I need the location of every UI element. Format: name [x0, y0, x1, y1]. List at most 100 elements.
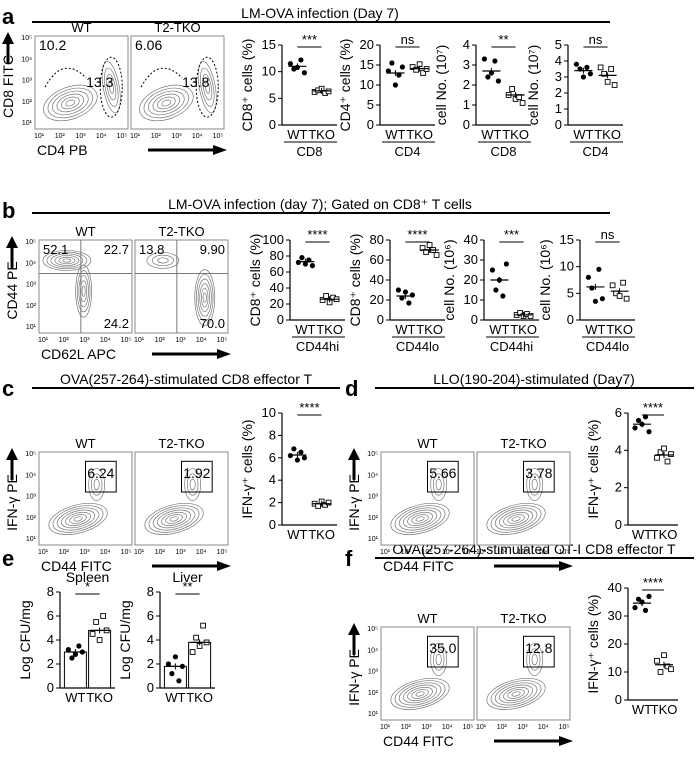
data-point-wt	[485, 74, 491, 80]
contour-line	[65, 511, 91, 526]
significance-label: ****	[643, 400, 663, 415]
flow-y-tick: 10⁵	[25, 239, 36, 246]
flow-group-label: T2-TKO	[158, 224, 204, 239]
group-label: TKO	[316, 322, 343, 337]
group-label: TKO	[86, 690, 113, 705]
flow-y-tick: 10⁵	[367, 626, 378, 633]
y-axis-label: CD8⁺ cells (%)	[347, 234, 363, 327]
flow-x-axis-label: CD4 PB	[37, 142, 88, 158]
flow-x-tick: 10³	[421, 724, 432, 731]
panel-letter-b: b	[2, 198, 15, 223]
significance-label: ****	[407, 227, 427, 242]
significance-label: **	[182, 579, 192, 594]
flow-group-label: WT	[75, 224, 95, 239]
data-point-tko	[664, 458, 671, 465]
y-tick-label: 0	[47, 680, 54, 695]
data-point-wt	[172, 654, 178, 660]
contour-line	[528, 648, 541, 671]
gate-value-ifn: 35.0	[429, 640, 456, 656]
contour-line	[403, 509, 438, 529]
flow-y-tick: 10²	[26, 303, 37, 310]
ifn-gate	[181, 460, 213, 493]
y-tick-label: 4	[47, 632, 54, 647]
data-point-tko	[509, 86, 515, 92]
y-tick-label: 0	[463, 117, 470, 132]
flow-plot-frame	[38, 239, 133, 334]
flow-x-tick: 10⁵	[463, 549, 474, 556]
contour-line	[80, 280, 88, 302]
contour-line	[152, 507, 196, 531]
contour-line	[139, 84, 194, 122]
contour-line	[486, 503, 546, 535]
x-arrow-head	[217, 561, 231, 571]
flow-y-tick: 10¹	[22, 120, 33, 127]
contour-line	[152, 93, 181, 113]
contour-line	[165, 514, 183, 524]
y-tick-label: 6	[615, 405, 622, 420]
data-point-wt	[395, 287, 401, 293]
gate-value-cd8: 10.2	[39, 37, 66, 53]
contour-line	[56, 93, 85, 113]
flow-x-tick: 10¹	[476, 724, 487, 731]
contour-line	[61, 509, 96, 529]
y-tick-label: 20	[608, 636, 622, 651]
flow-x-tick: 10⁵	[217, 337, 228, 344]
contour-line	[202, 292, 207, 303]
ifn-gate	[427, 635, 459, 668]
flow-y-axis-label: IFN-γ PE	[4, 474, 20, 531]
group-label: TKO	[606, 322, 633, 337]
group-label: WT	[287, 527, 307, 542]
data-point-wt	[642, 414, 649, 420]
y-tick-label: 0	[555, 117, 562, 132]
data-point-wt	[409, 292, 415, 298]
flow-x-tick: 10²	[497, 724, 508, 731]
flow-x-tick: 10⁵	[463, 724, 474, 731]
contour-line	[88, 468, 106, 501]
contour-line	[490, 505, 542, 533]
data-point-wt	[399, 295, 405, 301]
contour-line	[90, 473, 103, 496]
data-point-tko	[200, 622, 206, 629]
contour-line	[62, 258, 72, 263]
contour-line	[161, 511, 187, 526]
flow-y-tick: 10²	[22, 99, 33, 106]
significance-label: **	[498, 32, 508, 47]
data-point-wt	[309, 263, 315, 269]
flow-y-axis-label: IFN-γ PE	[346, 649, 362, 706]
y-tick-label: 60	[270, 264, 284, 279]
contour-line	[201, 287, 209, 308]
flow-x-tick: 10¹	[134, 337, 145, 344]
flow-x-tick: 10³	[175, 549, 186, 556]
contour-line	[65, 99, 76, 107]
group-label: WT	[632, 527, 652, 542]
data-point-wt	[389, 60, 395, 66]
y-tick-label: 15	[360, 57, 374, 72]
flow-group-label: T2-TKO	[500, 611, 546, 626]
data-point-tko	[325, 499, 332, 506]
flow-y-tick: 10⁴	[25, 260, 36, 267]
data-point-wt	[580, 74, 587, 80]
ifn-gate	[523, 635, 555, 668]
flow-x-tick: 10²	[401, 549, 412, 556]
panel-letter-d: d	[345, 376, 358, 401]
data-point-tko	[611, 82, 618, 88]
contour-line	[403, 684, 438, 704]
data-point-wt	[642, 607, 649, 614]
flow-x-tick: 10²	[59, 337, 70, 344]
group-label: TKO	[308, 127, 335, 142]
contour-line	[390, 503, 450, 535]
flow-y-tick: 10⁴	[21, 56, 32, 63]
data-point-tko	[668, 666, 674, 673]
contour-line	[69, 514, 87, 524]
flow-x-tick: 10⁵	[117, 133, 128, 140]
flow-y-tick: 10³	[22, 78, 33, 85]
contour-line	[161, 99, 172, 107]
x-axis-label: CD44lo	[396, 339, 439, 354]
group-label: TKO	[510, 322, 537, 337]
